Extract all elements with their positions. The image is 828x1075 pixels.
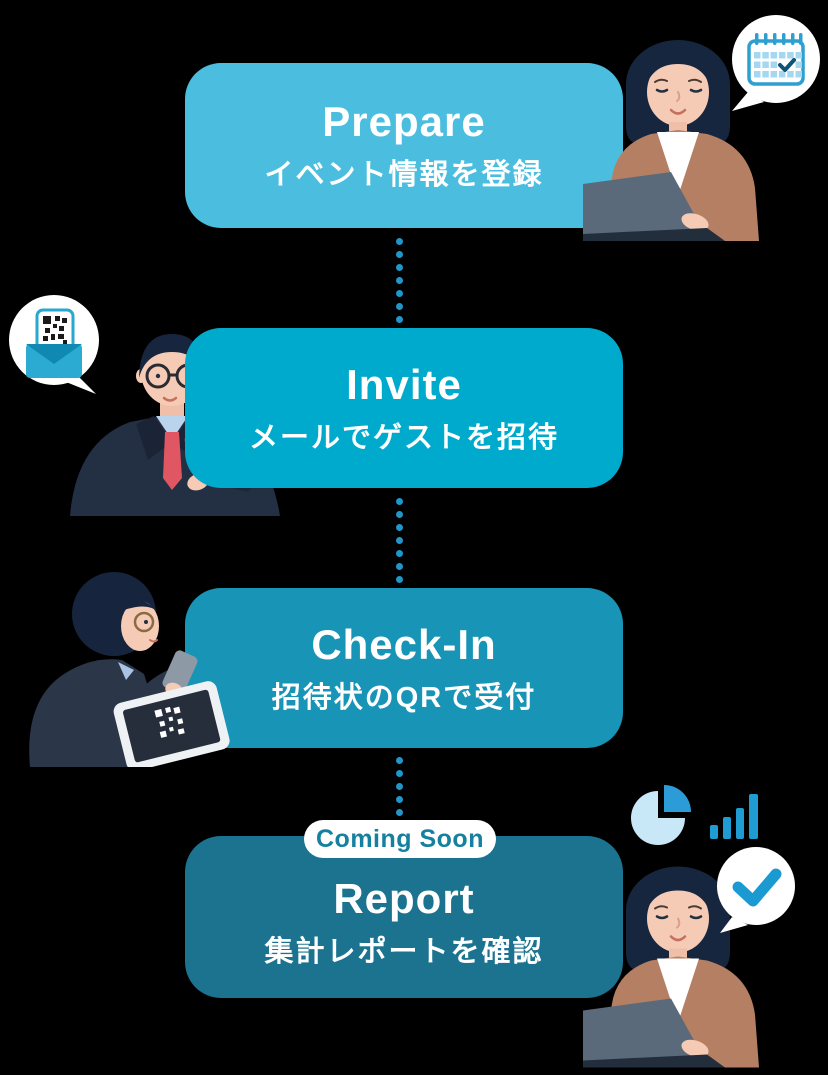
- step-title-checkin: Check-In: [311, 620, 497, 668]
- step-card-prepare: Prepare イベント情報を登録: [185, 63, 623, 228]
- flow-connector-2: [396, 498, 403, 583]
- connector-dot: [396, 277, 403, 284]
- qr-mail-icon: [9, 295, 99, 394]
- connector-dot: [396, 537, 403, 544]
- connector-dot: [396, 290, 403, 297]
- connector-dot: [396, 576, 403, 583]
- tablet-with-qr-icon: [113, 681, 230, 767]
- step-subtitle-invite: メールでゲストを招待: [248, 421, 559, 454]
- connector-dot: [396, 498, 403, 505]
- step-subtitle-prepare: イベント情報を登録: [264, 159, 544, 191]
- step-title-report: Report: [333, 874, 475, 922]
- connector-dot: [396, 550, 403, 557]
- coming-soon-badge: Coming Soon: [304, 820, 496, 858]
- connector-dot: [396, 264, 403, 271]
- connector-dot: [396, 809, 403, 816]
- checkmark-icon: [717, 847, 795, 933]
- connector-dot: [396, 251, 403, 258]
- pie-chart-icon: [631, 785, 691, 845]
- man-scanning-qr-tablet-illustration: [29, 572, 230, 767]
- connector-dot: [396, 796, 403, 803]
- step-card-report: Report 集計レポートを確認: [185, 836, 623, 998]
- step-subtitle-checkin: 招待状のQRで受付: [271, 681, 537, 714]
- bar-chart-icon: [710, 794, 758, 839]
- flow-connector-1: [396, 238, 403, 323]
- step-title-prepare: Prepare: [322, 98, 486, 145]
- coming-soon-badge-label: Coming Soon: [316, 824, 484, 853]
- connector-dot: [396, 511, 403, 518]
- step-subtitle-report: 集計レポートを確認: [264, 935, 544, 968]
- connector-dot: [396, 783, 403, 790]
- connector-dot: [396, 316, 403, 323]
- step-title-invite: Invite: [346, 360, 462, 408]
- flow-connector-3: [396, 757, 403, 816]
- woman-at-laptop-illustration-prepare: [583, 40, 759, 241]
- connector-dot: [396, 563, 403, 570]
- connector-dot: [396, 757, 403, 764]
- step-card-checkin: Check-In 招待状のQRで受付: [185, 588, 623, 748]
- connector-dot: [396, 303, 403, 310]
- woman-at-laptop-illustration-report: [583, 866, 759, 1068]
- connector-dot: [396, 524, 403, 531]
- connector-dot: [396, 238, 403, 245]
- step-card-invite: Invite メールでゲストを招待: [185, 328, 623, 488]
- calendar-icon: [732, 15, 820, 111]
- connector-dot: [396, 770, 403, 777]
